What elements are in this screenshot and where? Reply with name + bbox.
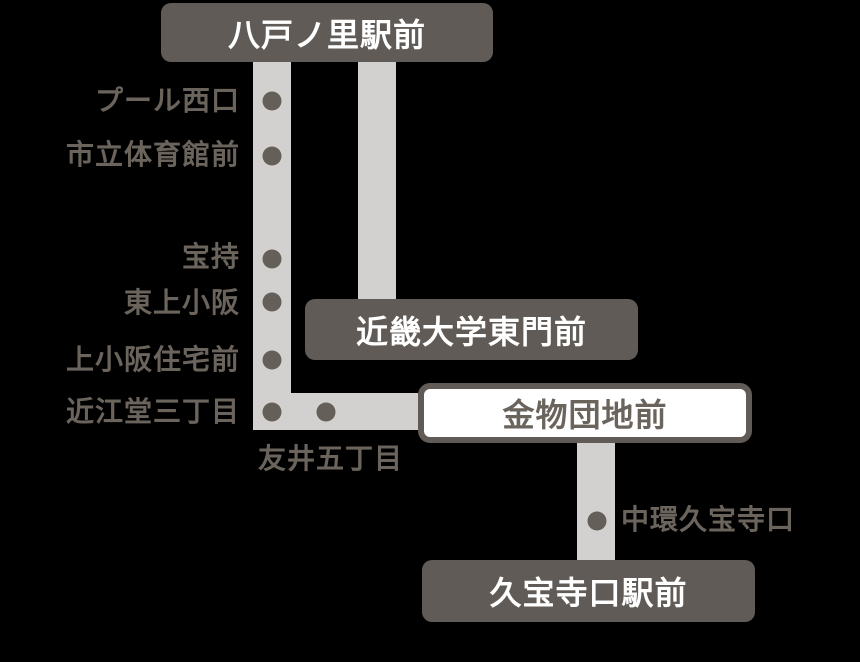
station-box-yaenosato: 八戸ノ里駅前 (161, 3, 493, 62)
stop-dot-higashi-kosaka (262, 292, 282, 312)
stop-label-kami-kosaka-jutaku-mae: 上小阪住宅前 (65, 344, 240, 375)
station-box-kindai-east-gate-label: 近畿大学東門前 (355, 313, 587, 350)
station-box-kyuhojiguchi-label: 久宝寺口駅前 (489, 575, 688, 611)
stop-label-chukan-kyuhojiguchi: 中環久宝寺口 (621, 504, 796, 535)
station-box-yaenosato-label: 八戸ノ里駅前 (227, 16, 426, 53)
stop-dot-oedo-sanchome (262, 402, 282, 422)
stop-label-pool-nishiguchi: プール西口 (94, 85, 240, 116)
station-box-kanamono-danchi: 金物団地前 (418, 383, 752, 443)
route-line-middle-vertical (358, 62, 396, 299)
stop-label-shiritsu-taiikukan-mae: 市立体育館前 (65, 139, 240, 170)
stop-dot-kami-kosaka-jutaku-mae (262, 350, 282, 370)
station-box-kyuhojiguchi: 久宝寺口駅前 (422, 560, 755, 622)
route-line-left-vertical (253, 62, 291, 430)
stop-label-oedo-sanchome: 近江堂三丁目 (65, 396, 240, 427)
station-box-kindai-east-gate: 近畿大学東門前 (305, 299, 638, 360)
route-line-right-vertical (577, 443, 615, 560)
stop-label-tomoi-gochome: 友井五丁目 (258, 443, 404, 474)
station-box-kanamono-danchi-label: 金物団地前 (502, 397, 668, 433)
stop-dot-tomoi-gochome (316, 402, 336, 422)
stop-dot-chukan-kyuhojiguchi (587, 511, 607, 531)
stop-dot-pool-nishiguchi (262, 91, 282, 111)
stop-label-higashi-kosaka: 東上小阪 (123, 287, 240, 318)
stop-dot-hoji (262, 249, 282, 269)
stop-dot-shiritsu-taiikukan-mae (262, 146, 282, 166)
stop-label-hoji: 宝持 (181, 241, 240, 272)
